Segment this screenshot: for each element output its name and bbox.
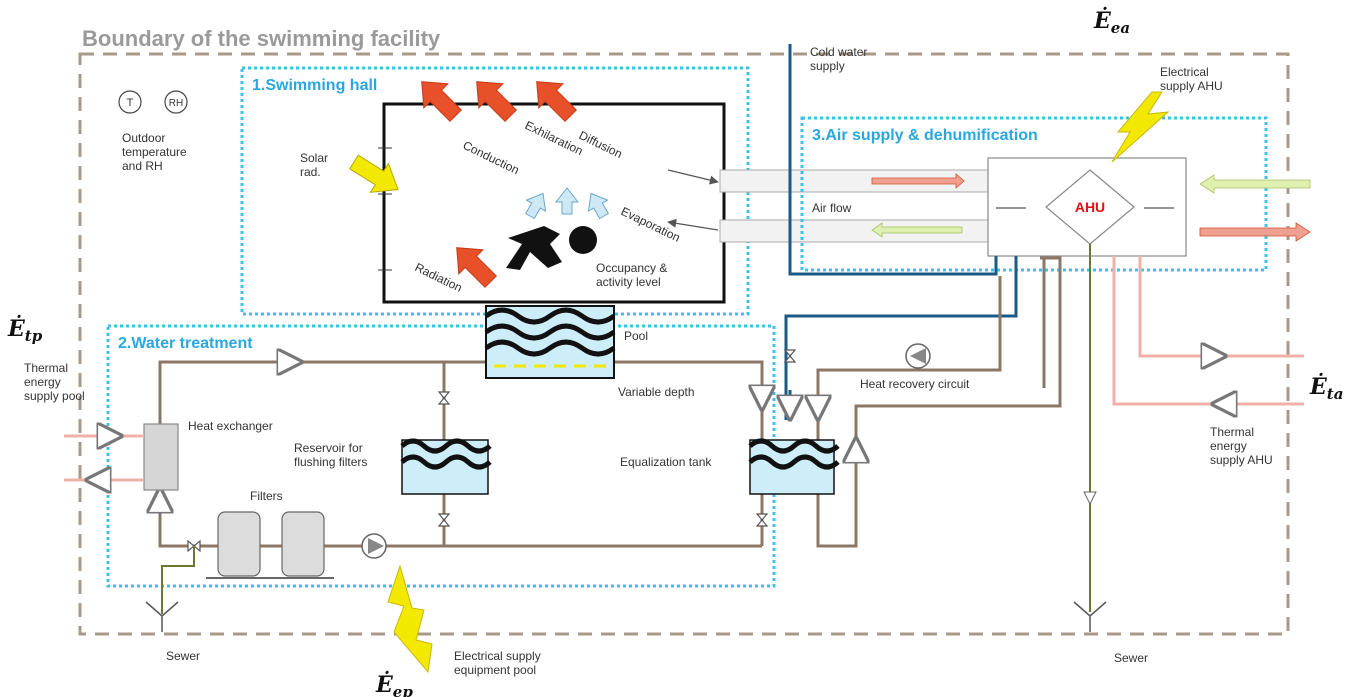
heat-arrow-icon — [476, 81, 518, 123]
radiation-arrow-icon — [456, 247, 498, 289]
thermal-pool-pipes — [64, 436, 144, 480]
outside-air-in-arrow-icon — [1199, 174, 1311, 194]
electrical-ahu-label: Electrical supply AHU — [1160, 65, 1223, 93]
valve-icon — [783, 349, 797, 363]
air-ducts: Air flow — [719, 169, 989, 243]
thermal-ahu-pipes — [1112, 256, 1304, 404]
solar-label: Solar rad. — [300, 151, 331, 179]
vapour-arrow-icon — [554, 187, 580, 215]
pipe-flow-markers — [160, 362, 856, 520]
exhaust-air-out-arrow-icon — [1199, 222, 1311, 242]
filter-icon — [217, 511, 261, 577]
vapour-arrow-icon — [587, 192, 610, 220]
pool-label: Pool — [624, 329, 648, 343]
humidity-sensor-icon — [164, 90, 188, 114]
outdoor-sensors: T RH Outdoor temperature and RH — [118, 90, 190, 173]
heat-exchanger — [143, 423, 179, 491]
temperature-sensor-icon — [118, 90, 142, 114]
lightning-ahu-icon — [1111, 91, 1170, 163]
energy-ep: Ėep — [375, 670, 413, 697]
filters — [206, 511, 334, 579]
sewer-right-label: Sewer — [1114, 651, 1148, 665]
zone-water-treatment — [106, 324, 776, 588]
vapour-arrow-icon — [524, 192, 547, 220]
heat-recovery-pump-icon — [905, 343, 931, 369]
sewer-left — [145, 546, 195, 632]
heat-recovery-label: Heat recovery circuit — [860, 377, 970, 391]
facility-boundary — [78, 52, 1290, 636]
cold-water-label: Cold water supply — [810, 45, 871, 73]
thermal-pool-label: Thermal energy supply pool — [24, 361, 85, 403]
thermal-ahu-label: Thermal energy supply AHU — [1210, 425, 1273, 467]
air-flow-label: Air flow — [812, 201, 852, 215]
zone-air-supply — [800, 116, 1268, 272]
zone-air-supply-title: 3.Air supply & dehumification — [812, 127, 1038, 144]
sewer-right — [1073, 244, 1107, 632]
equalization-label: Equalization tank — [620, 455, 712, 469]
valve-icon — [437, 513, 451, 527]
filter-icon — [281, 511, 325, 577]
sewer-drain-icon — [1073, 601, 1107, 632]
heat-arrow-icon — [536, 81, 578, 123]
cold-water-pipes: Cold water supply — [784, 44, 1018, 420]
valve-icon — [755, 513, 769, 527]
valves — [187, 349, 797, 553]
lightning-pool-icon — [387, 564, 433, 674]
hall-enclosure — [382, 102, 726, 304]
zone-water-treatment-title: 2.Water treatment — [118, 335, 253, 352]
heat-arrow-icon — [421, 81, 463, 123]
vapour-arrows — [524, 187, 610, 220]
pool — [484, 305, 616, 379]
sewer-drain-icon — [145, 601, 179, 632]
equalization-tank — [748, 438, 840, 495]
solar-arrow-icon — [349, 154, 399, 193]
ahu-label: AHU — [1075, 199, 1105, 215]
pool-pump-icon — [361, 533, 387, 559]
heat-loss-arrows — [421, 81, 578, 289]
swimmer-icon — [506, 226, 597, 270]
diagram-title: Boundary of the swimming facility — [82, 26, 441, 51]
occupancy-label: Occupancy & activity level — [596, 261, 671, 289]
filters-label: Filters — [250, 489, 283, 503]
variable-depth-label: Variable depth — [618, 385, 695, 399]
valve-icon — [437, 391, 451, 405]
svg-text:RH: RH — [169, 98, 183, 109]
energy-tp: Ėtp — [7, 314, 43, 345]
reservoir — [400, 438, 492, 495]
heat-exchanger-label: Heat exchanger — [188, 419, 273, 433]
svg-text:T: T — [127, 97, 134, 109]
sewer-left-label: Sewer — [166, 649, 200, 663]
zone-swimming-hall-title: 1.Swimming hall — [252, 77, 377, 94]
energy-ta: Ėta — [1309, 372, 1343, 403]
energy-ea: Ėea — [1093, 6, 1130, 37]
outdoor-label: Outdoor temperature and RH — [122, 131, 190, 173]
electrical-pool-label: Electrical supply equipment pool — [454, 649, 544, 677]
reservoir-label: Reservoir for flushing filters — [294, 441, 367, 469]
